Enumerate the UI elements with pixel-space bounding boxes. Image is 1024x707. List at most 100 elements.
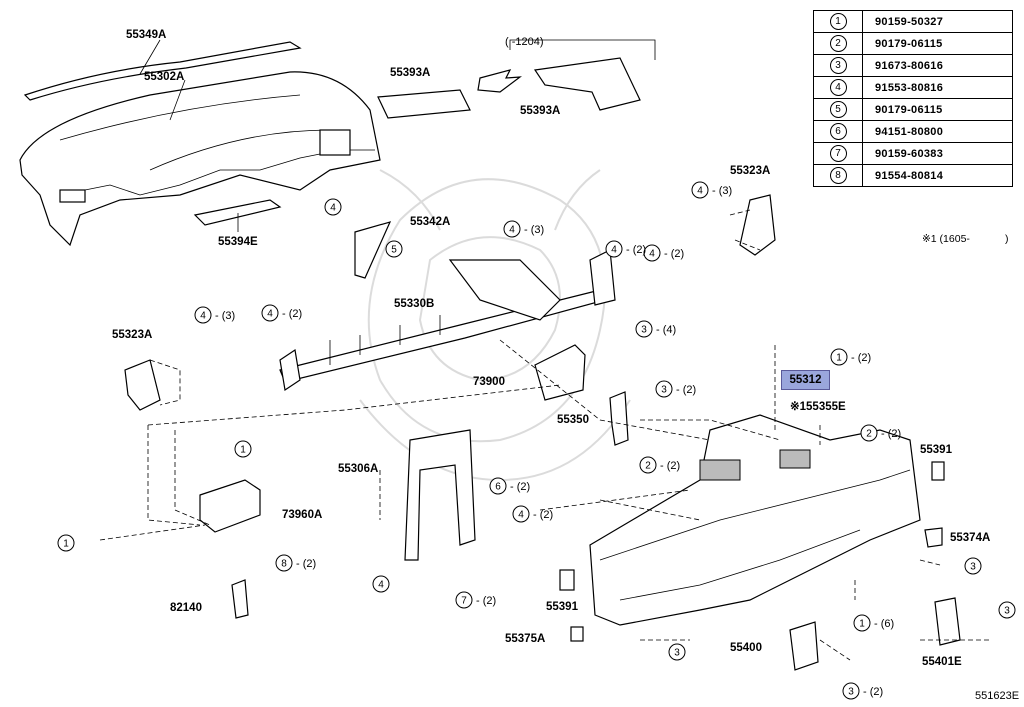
- callout-circle: [261, 304, 279, 322]
- legend-number: 1: [829, 13, 847, 30]
- callout-1: 1: [234, 440, 252, 458]
- leader-lines: [99, 339, 990, 661]
- legend-number: 3: [829, 57, 847, 74]
- callout-circle: [605, 240, 623, 258]
- legend-part-number[interactable]: 90179-06115: [862, 32, 1013, 55]
- callout-circle: [655, 380, 673, 398]
- callout-circle: [643, 244, 661, 262]
- callout-6: 6- (2): [489, 477, 530, 495]
- callout-number: 4: [518, 510, 524, 521]
- callout-number: 2: [866, 429, 872, 440]
- label-55374A: 55374A: [950, 532, 990, 544]
- wiring-82140: [231, 579, 249, 619]
- label-82140: 82140: [170, 602, 202, 614]
- callout-circle: [830, 348, 848, 366]
- clip-55374A: [924, 527, 943, 548]
- label-55393A-top: 55393A: [390, 67, 430, 79]
- callout-number: 3: [674, 648, 680, 659]
- clip-55375A: [570, 626, 584, 642]
- legend-part-number[interactable]: 90179-06115: [862, 98, 1013, 121]
- label-155355E: ※155355E: [790, 400, 846, 413]
- label-55323A-left: 55323A: [112, 329, 152, 341]
- legend-part-number[interactable]: 91553-80816: [862, 76, 1013, 99]
- callout-quantity: - (3): [215, 310, 235, 322]
- bracket-55394E: [193, 199, 282, 232]
- callout-circle: [489, 477, 507, 495]
- callout-4: 4: [324, 198, 342, 216]
- date-range: ( -1204): [505, 36, 544, 48]
- callout-5: 5: [385, 240, 403, 258]
- label-55342A: 55342A: [410, 216, 450, 228]
- pad-55391-right: [931, 461, 945, 481]
- callout-circle: [372, 575, 390, 593]
- callout-quantity: - (2): [510, 481, 530, 493]
- label-55306A: 55306A: [338, 463, 378, 475]
- label-55394E: 55394E: [218, 236, 258, 248]
- module-73960A: [199, 479, 261, 533]
- callout-quantity: - (2): [851, 352, 871, 364]
- callout-quantity: - (2): [626, 244, 646, 256]
- label-55400: 55400: [730, 642, 762, 654]
- callout-circle: [503, 220, 521, 238]
- callout-quantity: - (2): [676, 384, 696, 396]
- callout-1: 1- (2): [830, 348, 871, 366]
- callout-circle: [57, 534, 75, 552]
- callout-circle: [512, 505, 530, 523]
- callout-number: 7: [461, 596, 467, 607]
- callout-number: 3: [970, 562, 976, 573]
- legend-part-number[interactable]: 90159-60383: [862, 142, 1013, 165]
- label-55391-mid: 55391: [546, 601, 579, 613]
- legend-number-cell: 1: [813, 10, 863, 33]
- callout-circle: [194, 306, 212, 324]
- reinforcement-55330B: [279, 221, 616, 392]
- highlighted-part-55312[interactable]: 55312: [781, 370, 830, 390]
- label-55391-right: 55391: [920, 444, 953, 456]
- callout-circle: [842, 682, 860, 700]
- callout-quantity: - (2): [282, 308, 302, 320]
- callout-number: 1: [859, 619, 865, 630]
- legend-row: 1 90159-50327: [813, 10, 1013, 33]
- callout-number: 3: [661, 385, 667, 396]
- callout-4: 4- (2): [643, 244, 684, 262]
- callout-number: 1: [63, 539, 69, 550]
- legend-part-number[interactable]: 91673-80616: [862, 54, 1013, 77]
- callout-1: 1: [57, 534, 75, 552]
- callout-number: 1: [240, 445, 246, 456]
- footnote-close: ): [1005, 233, 1009, 245]
- bracket-73900: [534, 344, 586, 401]
- callout-circle: [455, 591, 473, 609]
- pad-55393A: [377, 39, 656, 119]
- callout-number: 4: [509, 225, 515, 236]
- legend-number-cell: 2: [813, 32, 863, 55]
- legend-part-number[interactable]: 90159-50327: [862, 10, 1013, 33]
- callout-3: 3: [964, 557, 982, 575]
- callout-number: 8: [281, 559, 287, 570]
- callout-4: 4- (3): [691, 181, 732, 199]
- callout-number: 5: [391, 245, 397, 256]
- callout-quantity: - (3): [524, 224, 544, 236]
- callout-quantity: - (2): [533, 509, 553, 521]
- bracket-55401E: [934, 597, 961, 646]
- bracket-55400: [789, 621, 819, 671]
- callout-number: 4: [697, 186, 703, 197]
- callout-number: 4: [611, 245, 617, 256]
- legend-number: 7: [829, 145, 847, 162]
- legend-number-cell: 3: [813, 54, 863, 77]
- pad-55391-mid: [559, 569, 575, 591]
- callout-number: 3: [848, 687, 854, 698]
- callout-circle: [998, 601, 1016, 619]
- label-73960A: 73960A: [282, 509, 322, 521]
- callout-4: 4 - (3): [503, 220, 544, 238]
- callout-circle: [385, 240, 403, 258]
- legend-part-number[interactable]: 91554-80814: [862, 164, 1013, 187]
- callout-3: 3: [998, 601, 1016, 619]
- bracket-55350: [609, 391, 629, 446]
- callout-circle: [234, 440, 252, 458]
- callout-circle: [324, 198, 342, 216]
- legend-part-number[interactable]: 94151-80800: [862, 120, 1013, 143]
- callout-circle: [275, 554, 293, 572]
- callout-circle: [668, 643, 686, 661]
- label-55323A-right: 55323A: [730, 165, 770, 177]
